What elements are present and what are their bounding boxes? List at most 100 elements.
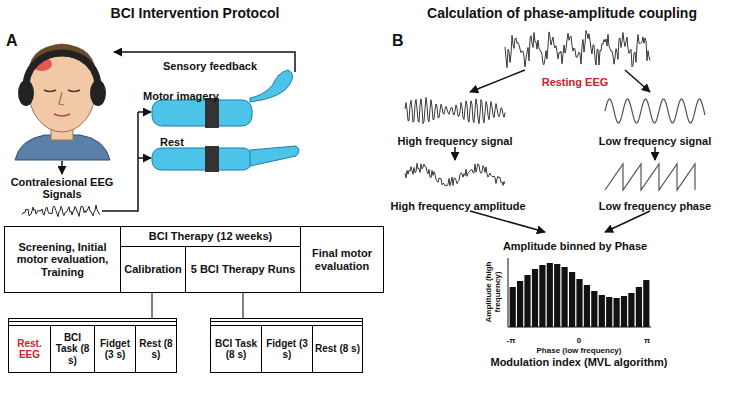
table-cell: Fidget (3 s) [94,325,136,373]
phase-box: BCI Therapy (12 weeks)Calibration5 BCI T… [120,226,301,293]
flow-arrow [454,147,456,160]
axis-label: Phase (low frequency) [537,347,622,356]
table-cell: Rest (8 s) [312,325,363,373]
arrow-label: Sensory feedback [163,60,257,72]
sequence-frame [211,319,363,373]
label-holder: B [392,32,410,50]
arrow-label: Rest [160,136,184,148]
cell-text: Fidget (3 s) [96,338,134,360]
label-holder: -π [503,329,519,347]
panel-letter: B [392,32,404,50]
label-holder: BCI Intervention Protocol [45,4,345,22]
table-cell: BCI Task (8 s) [50,325,95,373]
tick-label: 0 [577,337,581,346]
flow-arrow [625,70,650,92]
histogram-bar [614,298,620,327]
orthosis-strap [205,98,219,128]
table-cell: Fidget (3 s) [261,325,313,373]
bracket-line [152,293,153,318]
signal-label: High frequency signal [398,135,513,147]
cell-text: Screening, Initial motor evaluation, Tra… [6,241,119,278]
label-holder: Resting EEG [525,72,625,90]
frame-double-line [9,321,177,322]
histogram-bar [510,287,516,327]
cell-text: Fidget (3 s) [263,338,311,360]
chart-caption: Modulation index (MVL algorithm) [490,356,667,368]
mouth [54,114,70,116]
histogram-bar [643,280,649,327]
cell-text: BCI Task (8 s) [212,338,260,360]
panel-letter: A [6,32,18,50]
cell-text: BCI Therapy (12 weeks) [122,230,299,242]
label-holder: High frequency amplitude [383,196,533,214]
phase-trace [605,164,695,190]
step-label: Amplitude binned by Phase [503,240,647,252]
hand-orthosis [152,148,252,170]
signal-label: Low frequency phase [599,200,711,212]
cell-text: Rest (8 s) [137,338,175,360]
nose [59,92,64,105]
histogram-bar [628,293,634,327]
histogram-bar [524,275,530,327]
label-holder: Sensory feedback [150,56,270,74]
signal-arrow [138,157,151,159]
low-frequency-trace [605,99,705,123]
signal-label: Resting EEG [542,76,609,88]
label-holder: Calculation of phase-amplitude coupling [392,4,732,22]
table-cell: BCI Task (8 s) [210,325,262,373]
signal-arrow [138,111,151,113]
histogram-bar [599,295,605,327]
panel-title: Calculation of phase-amplitude coupling [427,6,697,22]
eeg-trace [505,31,650,68]
label-holder: Amplitude (high frequency) [484,252,504,332]
panel-title: BCI Intervention Protocol [111,6,280,22]
bracket-line [243,293,244,318]
cell-text: BCI Task (8 s) [52,332,93,366]
hand-orthosis [152,100,252,126]
histogram-bar [591,291,597,327]
histogram-bar [636,287,642,327]
high-frequency-trace [405,98,505,124]
tick-label: π [644,337,650,346]
label-holder: 0 [571,329,587,347]
table-cell: Screening, Initial motor evaluation, Tra… [4,226,121,293]
flow-arrow [470,70,525,92]
histogram-bar [576,279,582,327]
amplitude-trace [405,163,505,186]
histogram-bar [554,264,560,327]
chart-axes [508,258,651,327]
label-holder: Motor imagery [143,86,235,104]
table-cell: Final motor evaluation [300,226,384,293]
headset-pad [18,80,34,106]
histogram [510,263,650,327]
headset-pad [90,80,106,106]
orthosis-strap [205,146,219,172]
cell-text: 5 BCI Therapy Runs [191,263,296,275]
table-cell: Rest (8 s) [135,325,177,373]
label-holder: Rest [160,132,200,150]
histogram-bar [517,281,523,327]
flow-arrow [654,147,656,160]
headset-band [26,53,98,92]
frame-double-line [211,321,363,322]
sequence-frame [9,319,177,373]
signal-label: Contralesional EEG Signals [6,176,118,201]
feedback-arrow [114,52,295,72]
table-cell: Rest. EEG [8,325,51,373]
histogram-bar [606,297,612,327]
cell-text: Final motor evaluation [302,247,382,272]
axis-label: Amplitude (high frequency) [485,252,503,332]
cell-text: Rest. EEG [10,338,49,360]
signal-line [102,112,138,211]
orthosis-fingers [250,70,293,102]
tick-label: -π [507,337,516,346]
label-holder: Low frequency phase [588,196,723,214]
orthosis-fingers [250,146,299,166]
signal-label: Low frequency signal [599,135,711,147]
histogram-bar [584,285,590,327]
histogram-bar [547,263,553,327]
signal-arrow [61,161,63,174]
closed-eyes [44,90,80,92]
cell-text: Rest (8 s) [315,343,360,354]
